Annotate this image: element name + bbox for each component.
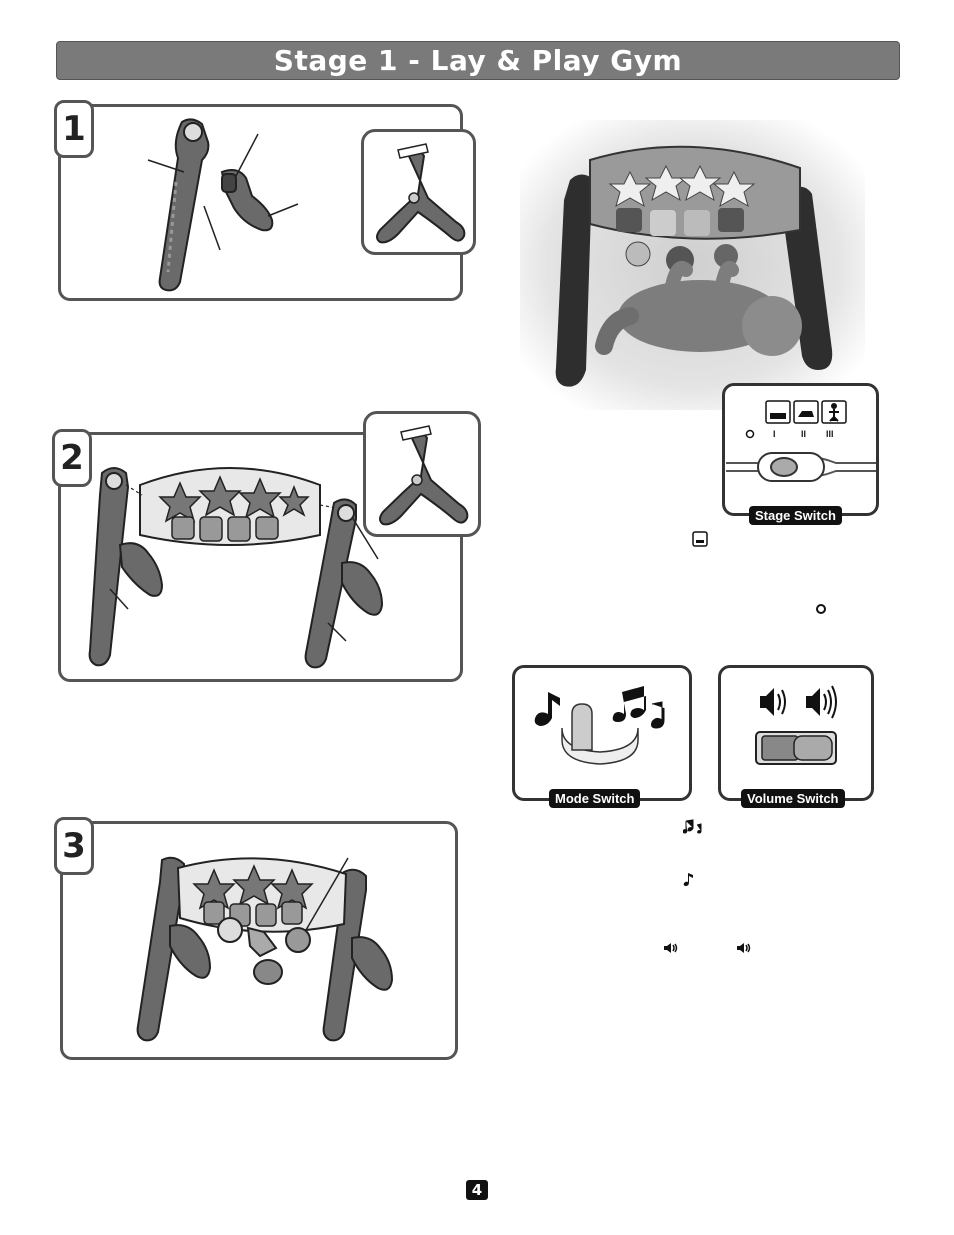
step-1-inset-illustration (376, 143, 466, 244)
stage-position-1: I (773, 429, 776, 439)
music-notes-icon (683, 819, 702, 834)
single-note-icon (683, 873, 693, 886)
mode-switch-label: Mode Switch (549, 789, 641, 808)
stage-position-3: III (826, 429, 834, 439)
step-2-number: 2 (52, 429, 92, 487)
step-1-leg-illustration (147, 118, 299, 292)
section-title: Stage 1 - Lay & Play Gym (273, 44, 683, 77)
off-circle-icon (816, 604, 826, 614)
volume-switch-illustration (755, 685, 837, 765)
step-2-assembly-illustration (88, 467, 384, 669)
stage-position-2: II (801, 429, 807, 439)
stage-switch-label: Stage Switch (749, 506, 842, 525)
page-number: 4 (466, 1180, 488, 1200)
section-title-bar: Stage 1 - Lay & Play Gym (56, 41, 900, 80)
stage-one-icon (692, 531, 708, 547)
stage-switch-illustration (726, 400, 876, 482)
step-2-inset-illustration (379, 425, 469, 526)
volume-low-icon (664, 943, 678, 953)
step-3-gym-illustration (136, 856, 394, 1042)
volume-switch-label: Volume Switch (741, 789, 845, 808)
mode-switch-illustration (534, 686, 665, 765)
baby-gym-photo (520, 120, 865, 410)
mode-switch-panel (512, 665, 692, 801)
step-3-number: 3 (54, 817, 94, 875)
step-1-number: 1 (54, 100, 94, 158)
volume-high-icon (737, 943, 751, 953)
